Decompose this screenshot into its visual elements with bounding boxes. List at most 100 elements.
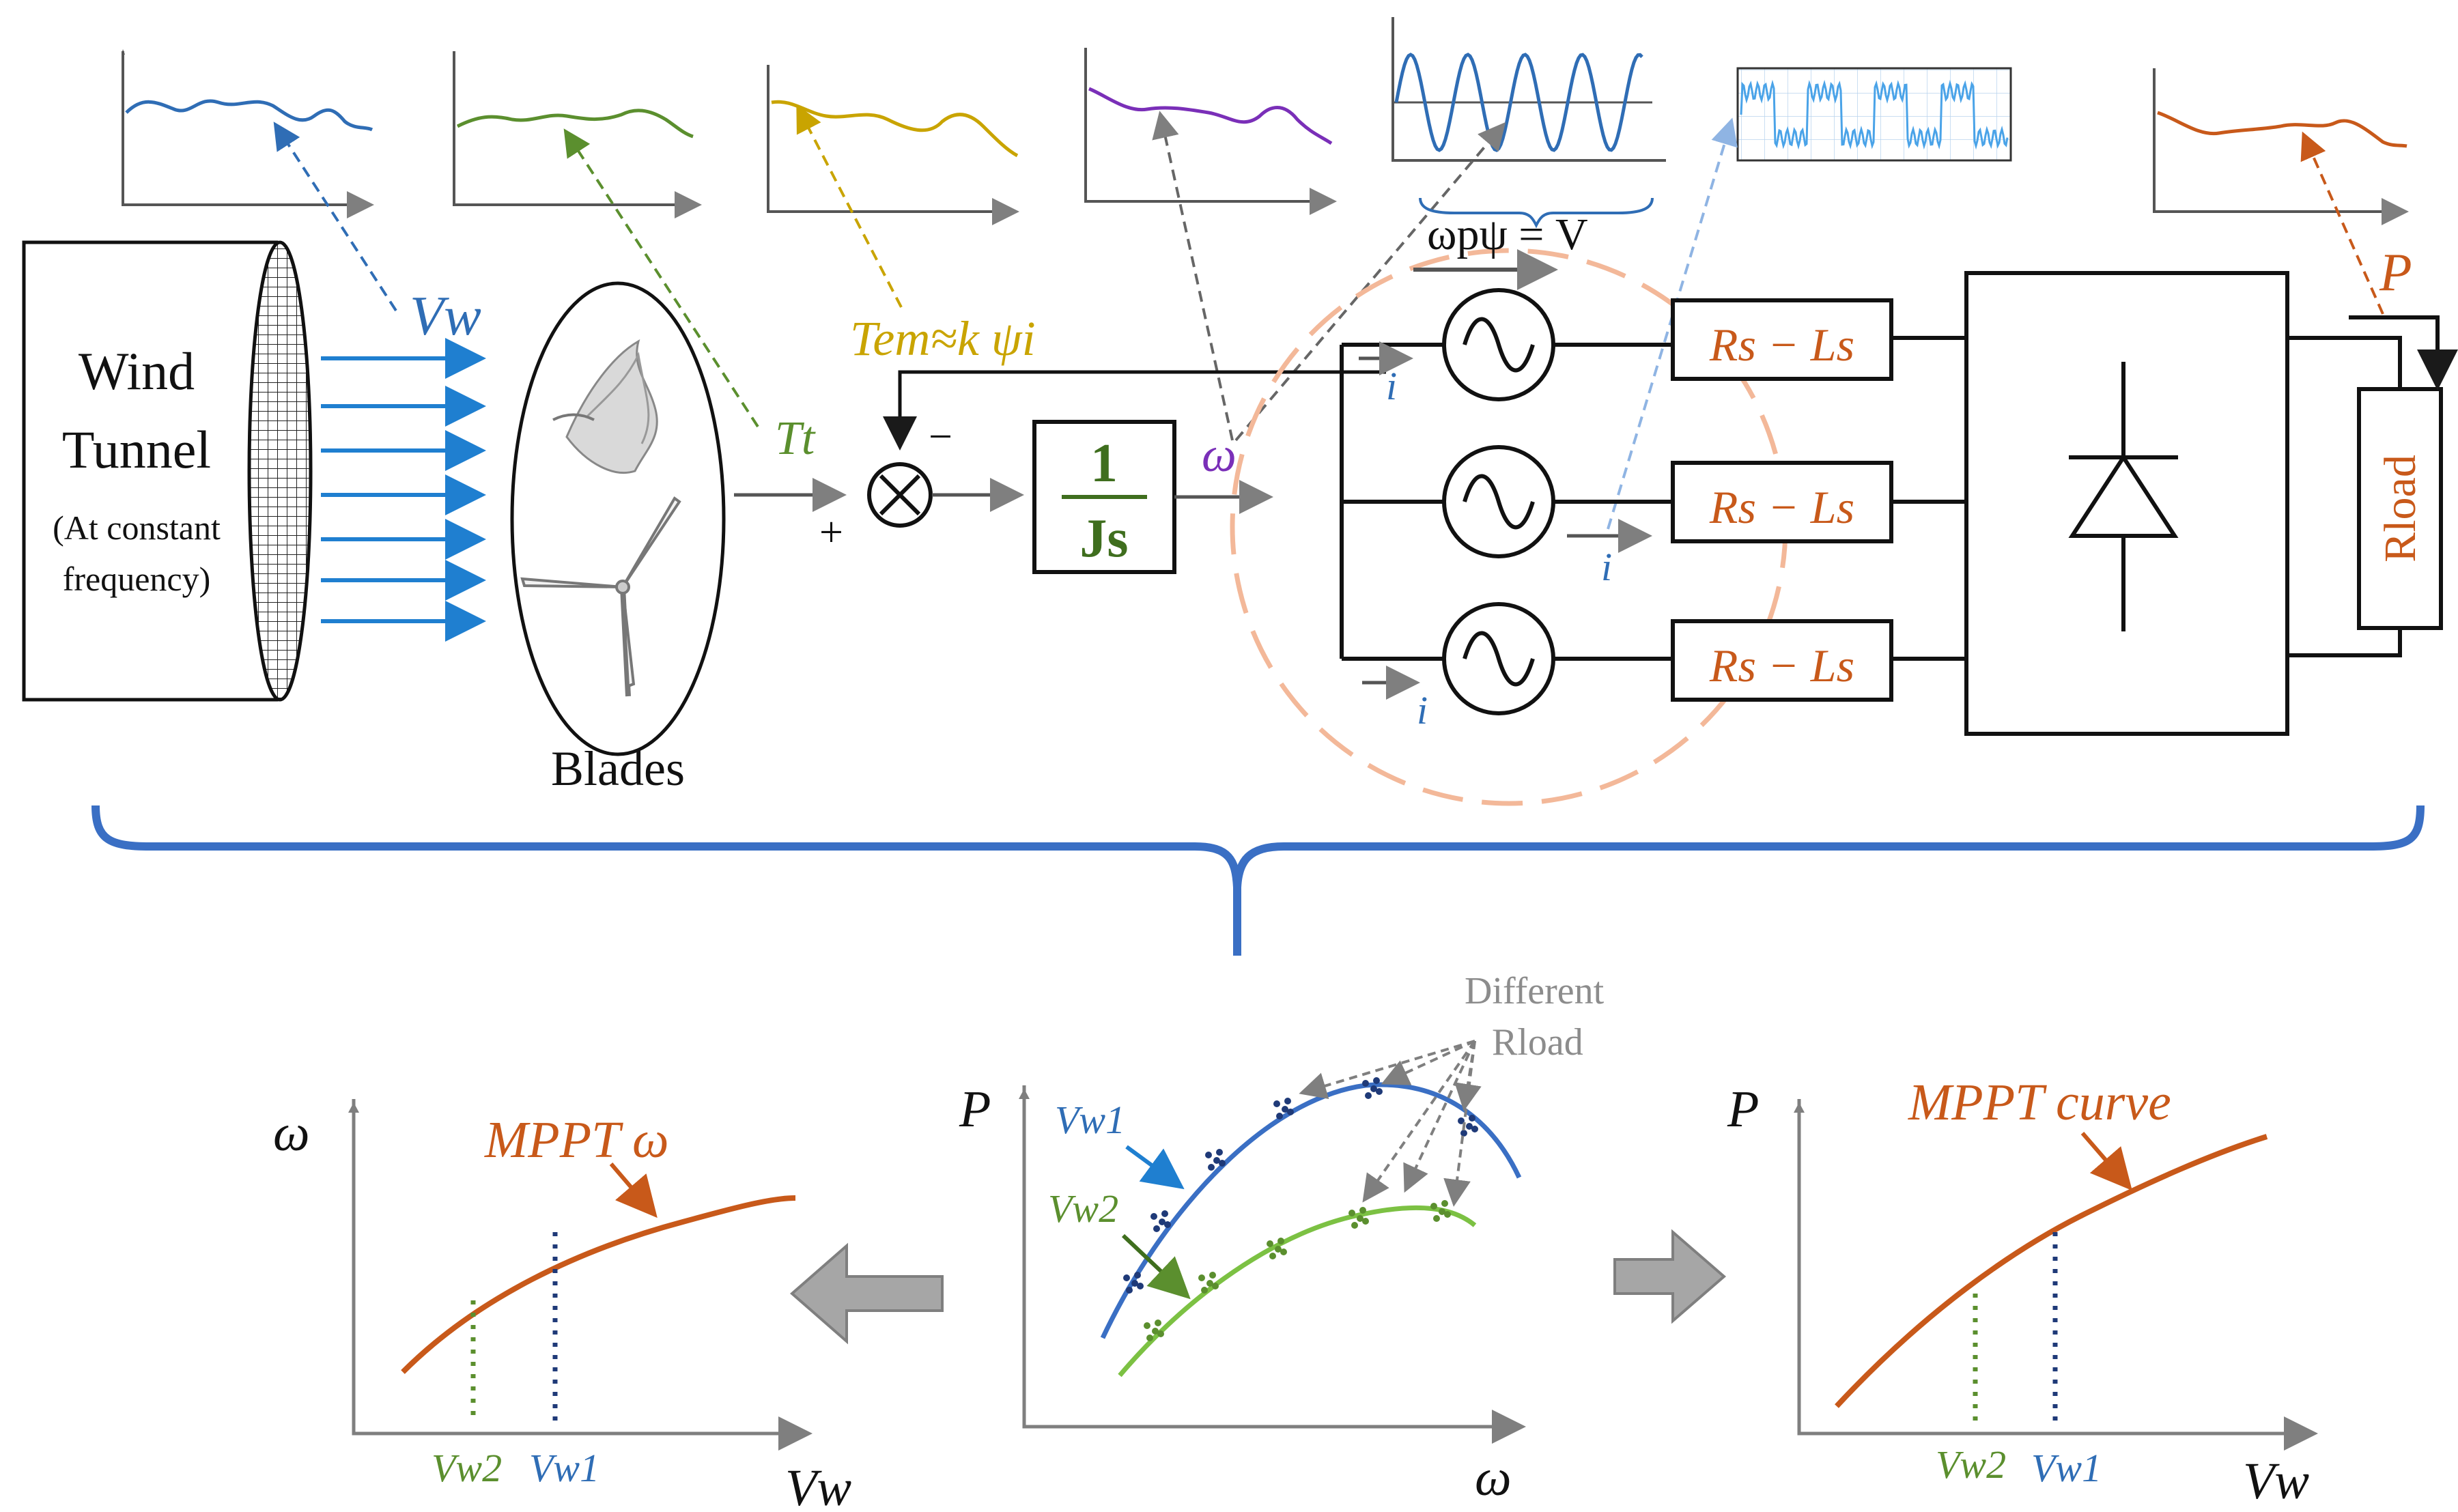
horizontal-axis-turbine-icon [520, 496, 681, 697]
vw1-dot-2-2 [1219, 1160, 1226, 1167]
emf-equation: ωpψ = V [1427, 210, 1588, 259]
vw2-dot-0-4 [1152, 1328, 1159, 1335]
vw1-dot-0-4 [1131, 1280, 1138, 1287]
vw2-dot-2-3 [1269, 1253, 1276, 1259]
rl-label-1: Rs − Ls [1709, 319, 1854, 371]
wind-tunnel-title-line2: Tunnel [62, 420, 211, 479]
left-curve-label: MPPT ω [484, 1111, 669, 1169]
current-label-3: i [1417, 688, 1428, 732]
vw2-dot-3-2 [1362, 1218, 1369, 1225]
tem-signal-plot [767, 65, 1019, 225]
rload-label: Rload [2375, 455, 2425, 562]
vw1-dot-3-1 [1284, 1098, 1291, 1104]
vw1-dot-1-4 [1159, 1218, 1166, 1225]
vw1-dot-4-0 [1362, 1080, 1369, 1087]
right-tick-vw2: Vw2 [1936, 1442, 2006, 1487]
mppt-omega-curve [401, 1195, 796, 1374]
vw2-dot-0-3 [1146, 1335, 1153, 1341]
left-tick-vw1: Vw1 [529, 1446, 599, 1490]
vw2-measurement-dots [1144, 1200, 1451, 1341]
vw1-dot-1-3 [1153, 1225, 1160, 1232]
vw2-dot-1-3 [1201, 1287, 1208, 1294]
vw1-dot-1-1 [1161, 1210, 1168, 1217]
tt-signal-plot [453, 51, 702, 218]
vw2-dot-4-3 [1433, 1215, 1440, 1222]
wind-tunnel-title-line1: Wind [79, 341, 195, 401]
tem-feedback-line [883, 370, 1386, 451]
right-curve-label: MPPT curve [1908, 1074, 2171, 1131]
mid-series-vw2: Vw2 [1048, 1186, 1118, 1231]
vw2-power-curve [1118, 1205, 1477, 1378]
vw1-dot-2-4 [1213, 1157, 1220, 1164]
mppt-power-curve [1835, 1134, 2268, 1408]
summing-junction [867, 462, 933, 528]
left-plot-ylabel: ω [273, 1104, 310, 1162]
vw2-dot-4-4 [1439, 1208, 1445, 1215]
vw1-dot-0-2 [1137, 1283, 1144, 1289]
vw2-dot-1-2 [1212, 1283, 1219, 1289]
wind-tunnel-note-line2: frequency) [63, 560, 211, 598]
plus-sign: + [819, 509, 843, 556]
rload-pointer-arrows [1299, 1040, 1482, 1207]
diode-icon [2068, 453, 2179, 538]
tt-label: Tt [775, 412, 816, 465]
current-arrows [1359, 341, 1652, 700]
vw-label: Vw [410, 285, 481, 347]
vw2-dot-0-1 [1155, 1320, 1161, 1326]
blades-label: Blades [551, 741, 685, 796]
vw2-dot-3-1 [1359, 1207, 1366, 1214]
vw2-dot-2-2 [1280, 1249, 1287, 1255]
left-plot-xlabel: Vw [785, 1459, 851, 1512]
mppt-omega-plot: ω Vw Vw2 Vw1 MPPT ω [273, 1099, 851, 1512]
vw1-dot-4-4 [1370, 1085, 1377, 1092]
vw1-dot-1-2 [1164, 1221, 1171, 1228]
vw1-dot-5-1 [1469, 1115, 1475, 1122]
vw2-dot-3-0 [1348, 1210, 1355, 1216]
mppt-power-plot: P Vw Vw2 Vw1 MPPT curve [1727, 1074, 2318, 1510]
vw1-dot-0-3 [1126, 1287, 1133, 1294]
wind-tunnel-note-line1: (At constant [53, 509, 221, 547]
rl-label-2: Rs − Ls [1709, 481, 1854, 533]
left-flow-arrow [789, 1242, 944, 1345]
summary-bracket [91, 805, 2425, 956]
vw1-dot-5-3 [1460, 1130, 1467, 1137]
right-tick-vw1: Vw1 [2031, 1446, 2102, 1490]
ac-source-2 [1442, 445, 1555, 558]
omega-label: ω [1202, 427, 1237, 482]
rload-note-label: Rload [1492, 1021, 1583, 1064]
signal-pointers [273, 104, 2384, 530]
vw2-dot-3-4 [1357, 1215, 1364, 1222]
vw1-dot-4-1 [1373, 1077, 1380, 1084]
ac-source-1 [1442, 288, 1555, 401]
rl-impedance-1: Rs − Ls [1671, 298, 1893, 381]
tem-label: Tem≈k ψi [850, 311, 1036, 366]
vw2-dot-4-0 [1430, 1203, 1437, 1210]
wind-tunnel: Wind Tunnel (At constant frequency) [22, 240, 313, 702]
emf-brace [1419, 197, 1654, 229]
mid-plot-ylabel: P [959, 1081, 991, 1138]
vw2-dot-1-0 [1198, 1274, 1205, 1281]
vw1-dot-3-0 [1273, 1100, 1280, 1107]
vw1-dot-0-1 [1134, 1272, 1141, 1279]
signal-plots [122, 17, 2409, 225]
vw1-dot-5-4 [1466, 1123, 1473, 1130]
right-plot-xlabel: Vw [2243, 1453, 2309, 1510]
vertical-axis-turbine-icon [552, 339, 658, 474]
mid-plot-xlabel: ω [1475, 1449, 1512, 1507]
vw1-dot-2-0 [1205, 1152, 1212, 1158]
generator-phases [1340, 336, 1966, 661]
load-circuit: Rload [2287, 315, 2458, 657]
current-scope-plot [1736, 67, 2012, 162]
vw2-dot-2-1 [1277, 1238, 1284, 1244]
omega-signal-plot [1084, 48, 1337, 215]
vw1-dot-1-0 [1150, 1213, 1157, 1220]
vw1-dot-3-4 [1282, 1106, 1288, 1113]
power-speed-plot: P ω Vw1 Vw2 Different Rload [959, 970, 1605, 1507]
vw2-dot-4-1 [1441, 1200, 1448, 1207]
vw2-dot-2-0 [1267, 1240, 1273, 1247]
mid-series-vw1: Vw1 [1055, 1098, 1125, 1142]
vw1-dot-0-0 [1123, 1274, 1130, 1281]
power-signal-plot [2153, 68, 2409, 225]
vw1-dot-2-1 [1216, 1149, 1223, 1156]
right-flow-arrow [1613, 1229, 1727, 1324]
